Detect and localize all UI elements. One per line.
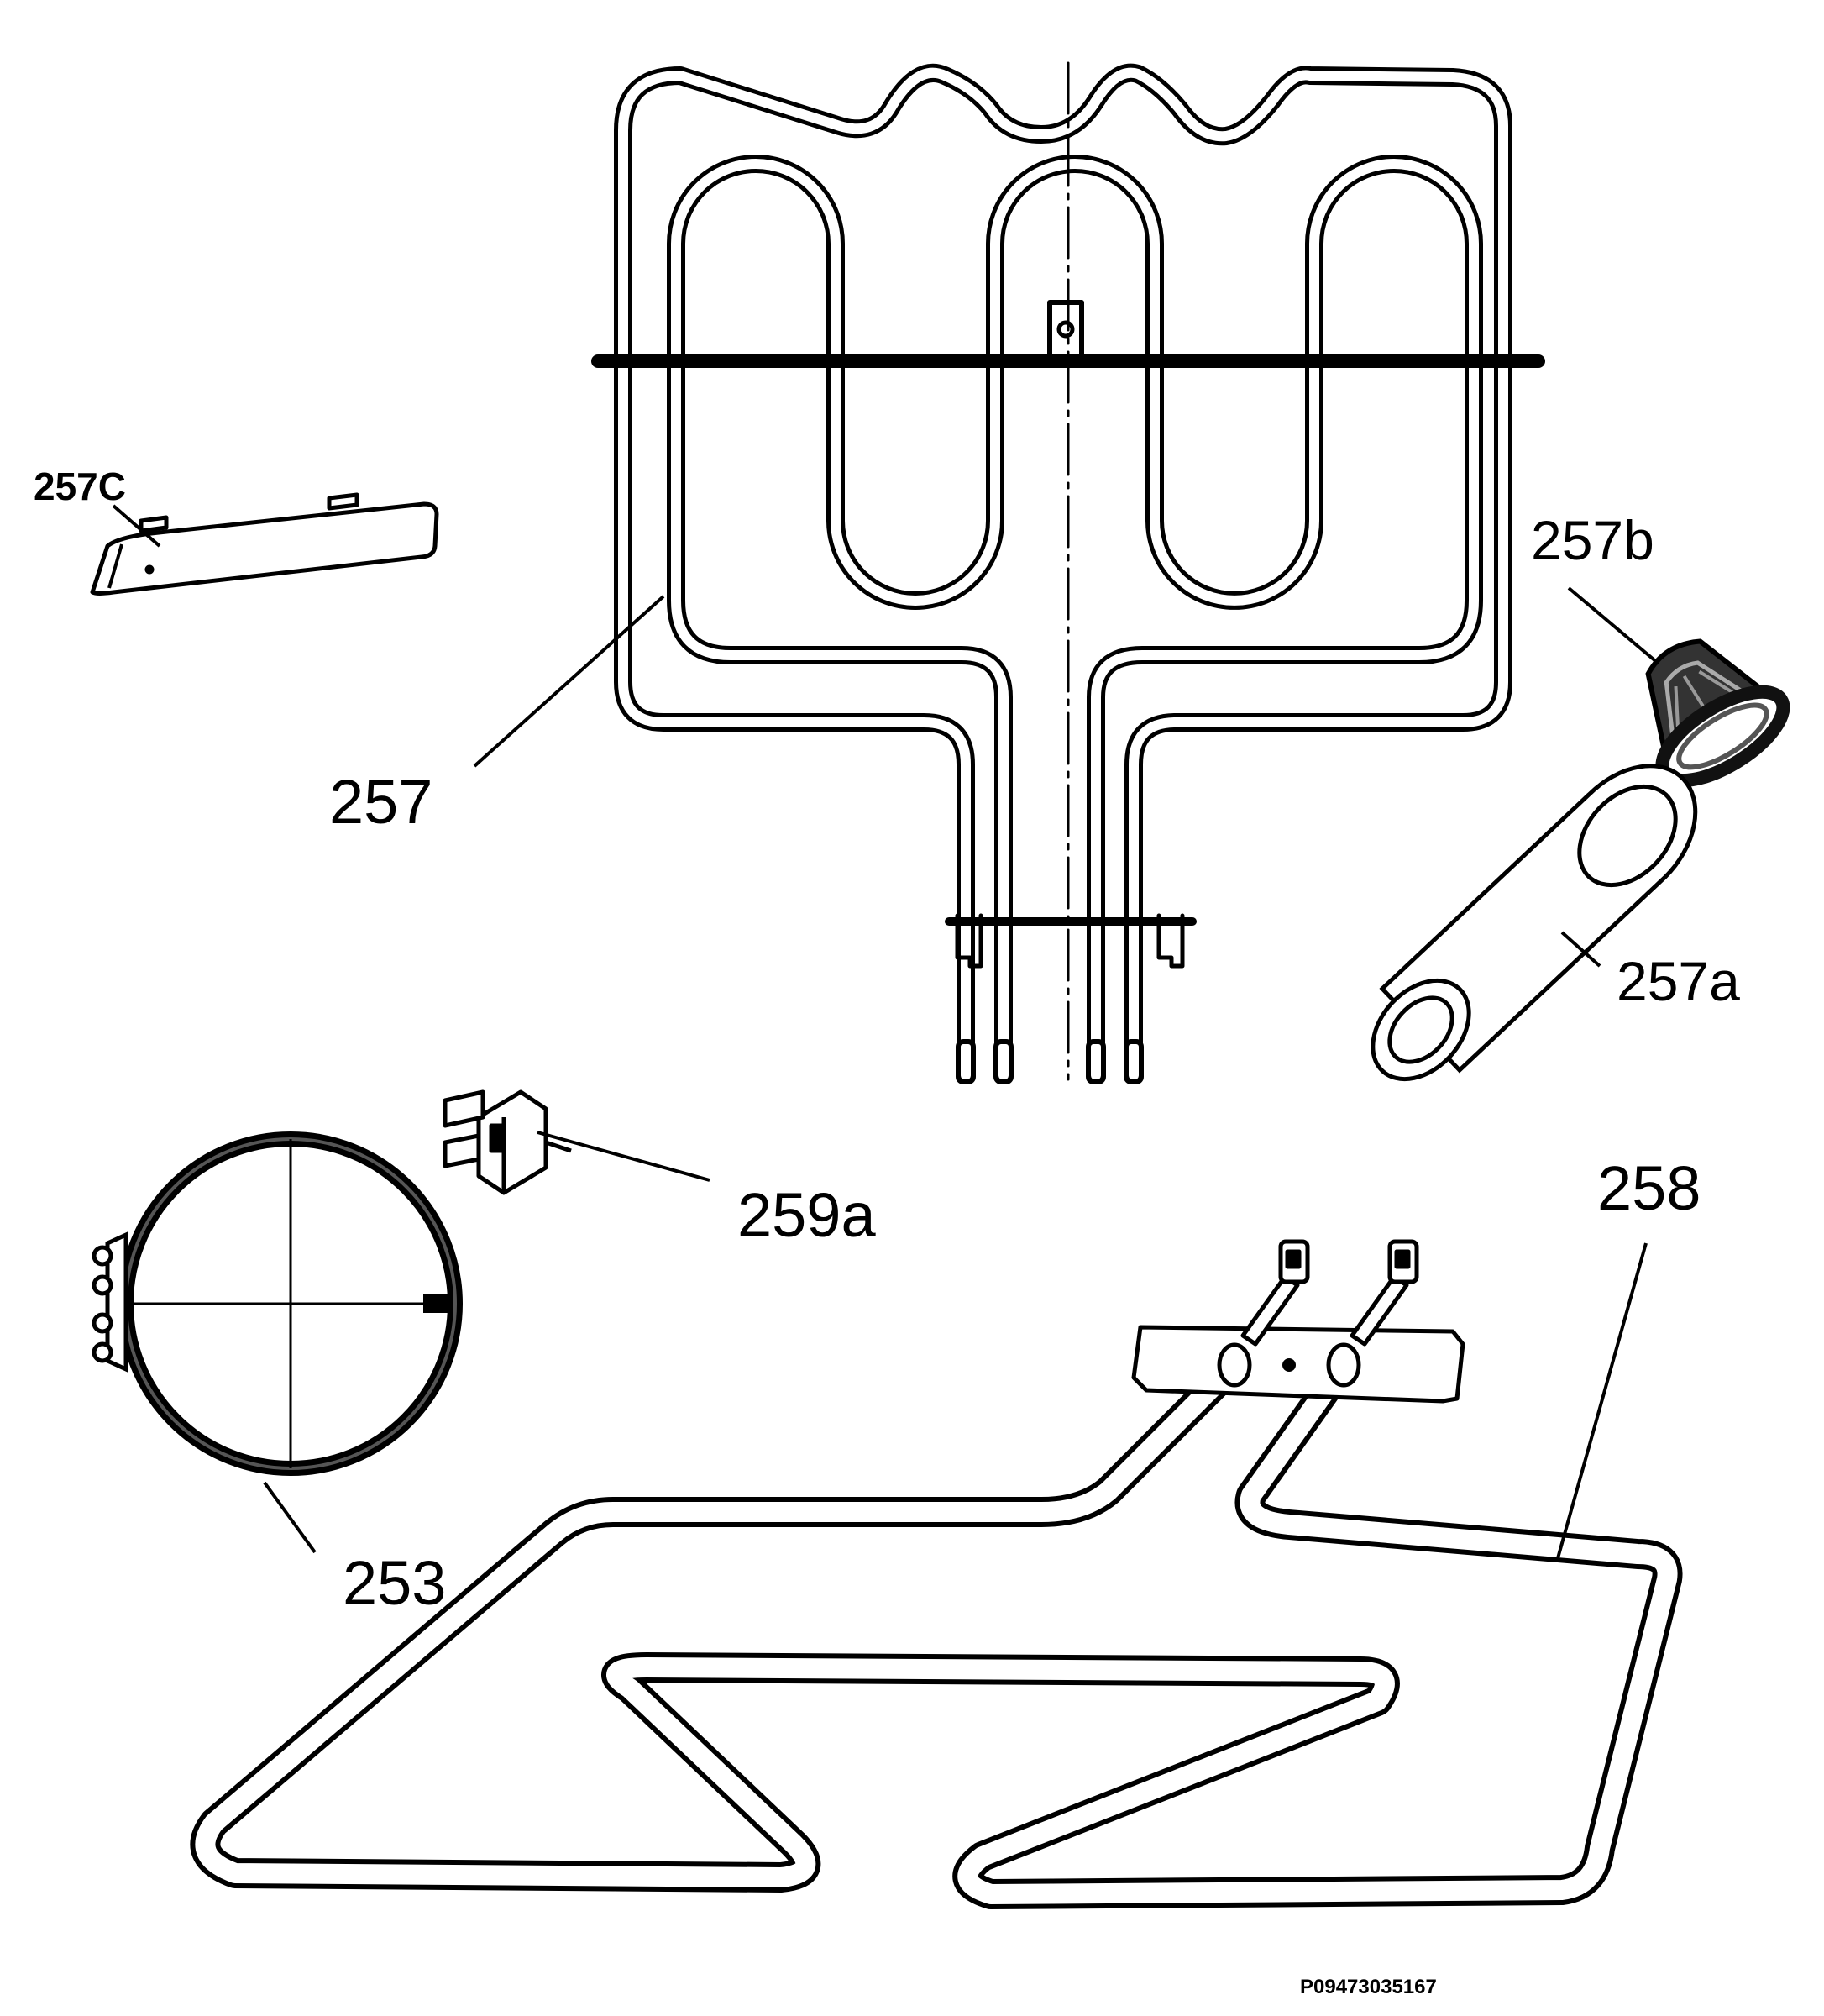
label-257a: 257a (1617, 950, 1740, 1012)
leader-lines (112, 504, 1660, 1559)
drawing-reference-number: P09473035167 (1300, 1976, 1437, 1998)
gasket-257b (1645, 638, 1790, 788)
side-plate-tab-right (327, 492, 359, 511)
leader-259a (537, 1131, 710, 1182)
connector-259a (443, 1089, 572, 1195)
side-plate-tab-left (139, 515, 169, 533)
leader-257c (112, 504, 161, 548)
lower-element-terminal-block (1131, 1325, 1465, 1404)
grill-heating-element-257 (591, 61, 1545, 1084)
grill-tube-ends (956, 1039, 1144, 1084)
leader-258 (1556, 1242, 1648, 1559)
label-257b: 257b (1531, 509, 1654, 571)
leader-257a (1560, 931, 1601, 968)
label-258: 258 (1597, 1153, 1701, 1223)
grill-center-bracket (1047, 300, 1084, 364)
circular-element-253 (92, 1131, 463, 1476)
label-257: 257 (329, 767, 433, 837)
label-257c: 257C (34, 465, 126, 508)
label-259a: 259a (737, 1180, 876, 1250)
side-plate-257c (90, 492, 439, 596)
circular-element-bracket (92, 1231, 128, 1373)
leader-257b (1567, 586, 1660, 665)
flange-clips (955, 913, 1185, 969)
lower-heating-element-258 (190, 1239, 1683, 1909)
leader-257 (473, 595, 665, 768)
label-253: 253 (343, 1548, 447, 1618)
sleeve-257a (1371, 764, 1698, 1082)
circular-element-terminal (423, 1294, 453, 1313)
leader-253 (263, 1481, 317, 1554)
lower-element-terminals (1240, 1239, 1419, 1347)
